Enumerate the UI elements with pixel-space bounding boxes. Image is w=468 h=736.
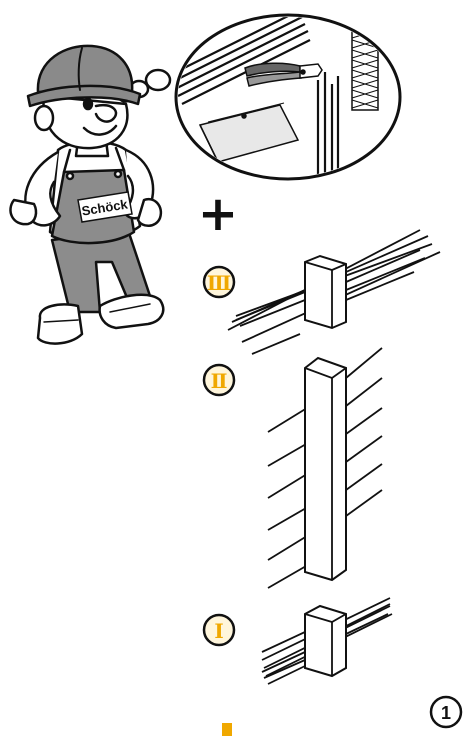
stage-numeral: Ⅱ	[211, 369, 228, 393]
insulation-block-icon	[352, 10, 378, 110]
stage-1-component	[262, 598, 392, 684]
step-number: 1	[441, 703, 451, 723]
stage-badge-2: Ⅱ	[204, 365, 234, 395]
left-hand	[10, 200, 36, 224]
plus-icon: +	[198, 186, 238, 242]
stage-badge-1: Ⅰ	[204, 615, 234, 645]
stage-2-component	[268, 348, 382, 588]
stage-numeral: Ⅲ	[207, 271, 231, 295]
right-boot	[100, 295, 164, 328]
stage-numeral: Ⅰ	[214, 619, 223, 643]
stage-3-component	[228, 230, 440, 354]
left-boot	[38, 305, 82, 344]
page-marker	[222, 723, 232, 736]
stage-badge-3: Ⅲ	[204, 267, 234, 297]
tools-inset	[170, 10, 400, 185]
step-number-badge: 1	[431, 697, 461, 727]
